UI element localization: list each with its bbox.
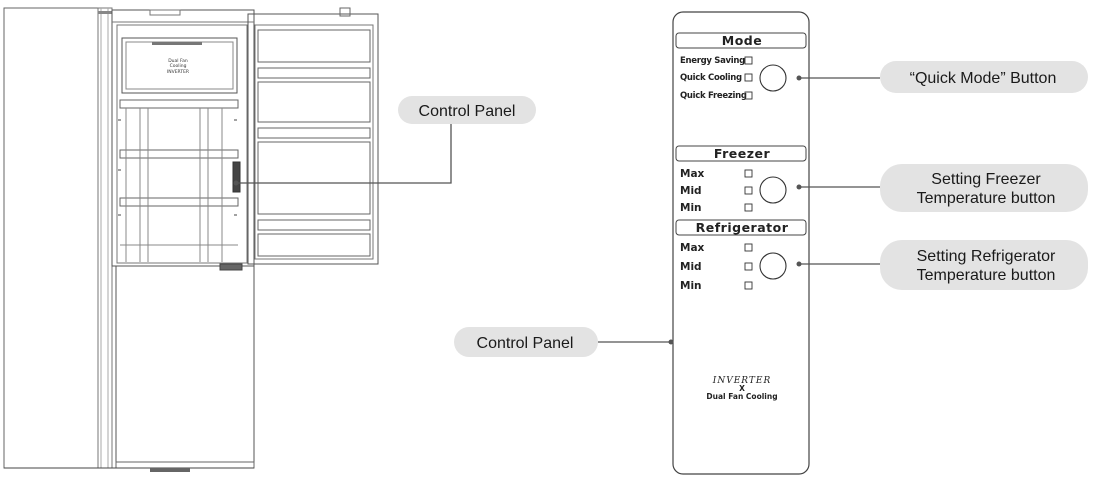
mode-energy-saving-label: Energy Saving (680, 56, 745, 66)
freezer-max-indicator (744, 169, 753, 178)
refrigerator-min-indicator (744, 281, 753, 290)
callout-quick-mode-text: “Quick Mode” Button (910, 70, 1057, 87)
refrigerator-temperature-button[interactable] (759, 252, 787, 280)
leader-lines (233, 75, 880, 345)
control-panel-illustration: Mode Energy Saving Quick Cooling Quick F… (672, 11, 810, 475)
refrigerator-title: Refrigerator (696, 220, 789, 235)
callout-refrigerator: Setting Refrigerator Temperature button (880, 240, 1088, 290)
freezer-min-indicator (744, 203, 753, 212)
callout-refrigerator-line2: Temperature button (917, 267, 1056, 284)
callout-freezer: Setting Freezer Temperature button (880, 164, 1088, 212)
quick-cooling-indicator (744, 73, 753, 82)
callout-control-panel-top: Control Panel (398, 96, 536, 124)
refrigerator-max-indicator (744, 243, 753, 252)
inverter-logo: INVERTER (712, 376, 771, 386)
mode-title: Mode (722, 33, 762, 48)
quick-freezing-indicator (744, 91, 753, 100)
fridge-label-line2: Cooling (170, 63, 187, 69)
refrigerator-mid-indicator (744, 262, 753, 271)
quick-mode-button[interactable] (759, 64, 787, 92)
logo-x: X (739, 384, 745, 393)
callout-control-panel-bottom-text: Control Panel (477, 335, 574, 352)
fridge-label-line3: INVERTER (167, 69, 189, 75)
freezer-mid-label: Mid (680, 185, 702, 197)
callout-freezer-line1: Setting Freezer (931, 171, 1041, 188)
refrigerator-illustration: Dual Fan Cooling INVERTER (3, 7, 379, 472)
freezer-max-label: Max (680, 168, 705, 180)
freezer-title: Freezer (714, 146, 771, 161)
freezer-min-label: Min (680, 202, 702, 214)
mode-quick-freezing-label: Quick Freezing (680, 91, 747, 101)
callout-quick-mode: “Quick Mode” Button (880, 61, 1088, 93)
refrigerator-mid-label: Mid (680, 261, 702, 273)
fridge-label-line1: Dual Fan (168, 58, 188, 64)
freezer-mid-indicator (744, 186, 753, 195)
callout-refrigerator-line1: Setting Refrigerator (917, 248, 1056, 265)
freezer-temperature-button[interactable] (759, 176, 787, 204)
dual-fan-cooling-logo: Dual Fan Cooling (706, 392, 777, 401)
callout-control-panel-top-text: Control Panel (419, 103, 516, 120)
refrigerator-max-label: Max (680, 242, 705, 254)
mode-quick-cooling-label: Quick Cooling (680, 73, 742, 83)
refrigerator-min-label: Min (680, 280, 702, 292)
energy-saving-indicator (744, 56, 753, 65)
callout-control-panel-bottom: Control Panel (454, 327, 598, 357)
callout-freezer-line2: Temperature button (917, 190, 1056, 207)
